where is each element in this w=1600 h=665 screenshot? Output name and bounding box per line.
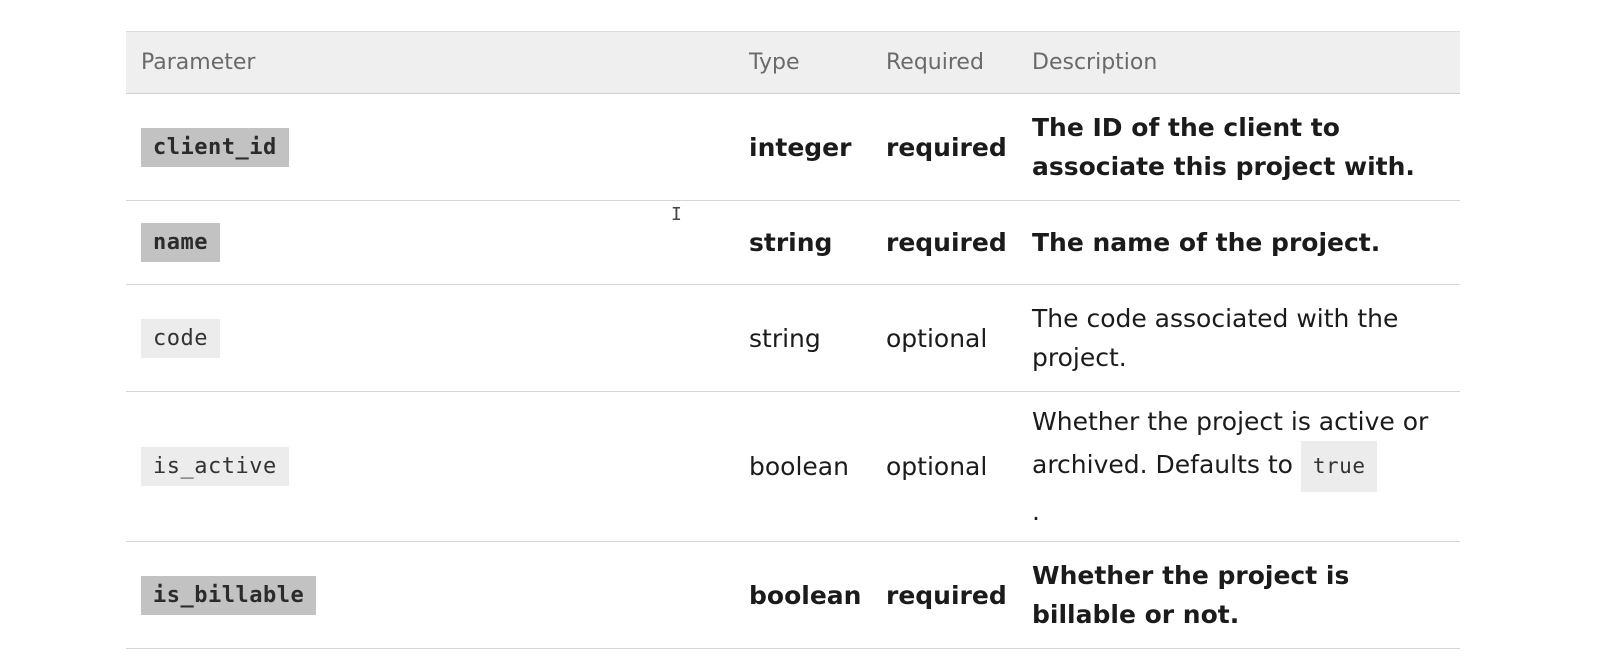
type-cell[interactable]: string — [749, 323, 821, 353]
type-cell[interactable]: boolean — [749, 452, 849, 481]
description-cell[interactable]: The name of the project. — [1032, 228, 1381, 257]
param-name-code[interactable]: is_active — [141, 447, 289, 486]
table-row: code string optional The code associated… — [126, 285, 1460, 392]
param-name-code[interactable]: client_id — [141, 127, 289, 167]
param-name-code[interactable]: name — [141, 223, 220, 262]
param-cell: is_billable — [126, 542, 746, 649]
table-header-row: Parameter Type Required Description — [126, 31, 1460, 94]
header-type: Type — [749, 50, 800, 75]
param-name-code[interactable]: is_billable — [141, 575, 317, 615]
description-cell[interactable]: Whether the project is billable or not. — [1032, 561, 1350, 629]
parameters-table-container: Parameter Type Required Description clie… — [126, 31, 1460, 649]
description-text: Whether the project is active or archive… — [1032, 407, 1429, 479]
parameters-table: Parameter Type Required Description clie… — [126, 31, 1460, 649]
table-row: client_id integer required The ID of the… — [126, 94, 1460, 201]
type-cell[interactable]: boolean — [749, 580, 862, 610]
table-header: Parameter Type Required Description — [126, 31, 1460, 94]
table-row: is_active boolean optional Whether the p… — [126, 392, 1460, 542]
description-cell[interactable]: The ID of the client to associate this p… — [1032, 113, 1415, 181]
param-cell: is_active — [126, 392, 746, 542]
param-cell: name — [126, 201, 746, 285]
table-row: name string required The name of the pro… — [126, 201, 1460, 285]
type-cell[interactable]: integer — [749, 132, 852, 162]
param-cell: code — [126, 285, 746, 392]
description-cell[interactable]: Whether the project is active or archive… — [1029, 392, 1460, 542]
header-description: Description — [1032, 50, 1158, 75]
required-cell[interactable]: required — [886, 580, 1007, 610]
required-cell[interactable]: optional — [886, 452, 988, 481]
required-cell[interactable]: required — [886, 228, 1007, 257]
type-cell[interactable]: string — [749, 228, 833, 257]
param-name-code[interactable]: code — [141, 318, 220, 358]
description-cell[interactable]: The code associated with the project. — [1032, 304, 1399, 372]
description-suffix: . — [1032, 497, 1040, 526]
table-row: is_billable boolean required Whether the… — [126, 542, 1460, 649]
table-body: client_id integer required The ID of the… — [126, 94, 1460, 649]
header-parameter: Parameter — [141, 50, 256, 75]
param-cell: client_id — [126, 94, 746, 201]
default-value-code[interactable]: true — [1300, 441, 1378, 492]
required-cell[interactable]: required — [886, 132, 1007, 162]
required-cell[interactable]: optional — [886, 323, 988, 353]
header-required: Required — [886, 50, 984, 75]
